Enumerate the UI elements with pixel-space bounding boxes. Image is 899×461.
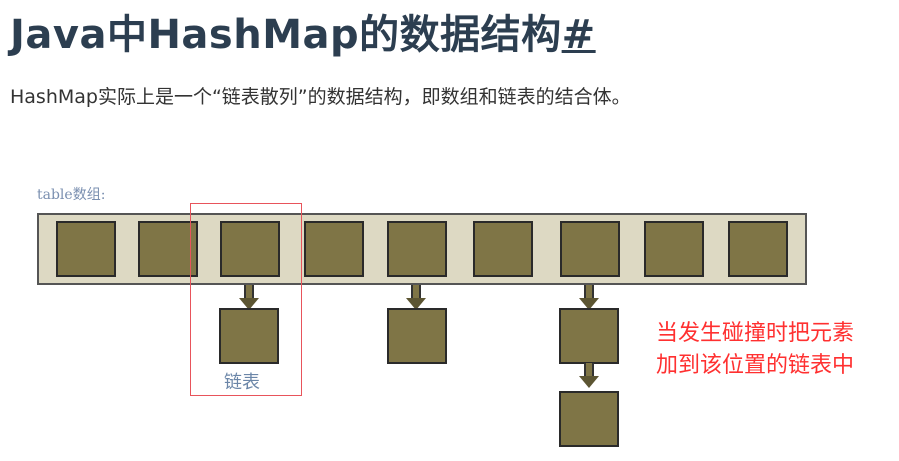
- arrow-stem: [411, 285, 421, 300]
- bucket-8: [728, 221, 788, 277]
- collision-note: 当发生碰撞时把元素 加到该位置的链表中: [656, 318, 854, 382]
- bucket-1: [138, 221, 198, 277]
- bucket-3: [304, 221, 364, 277]
- chain-node: [219, 308, 279, 364]
- bucket-0: [56, 221, 116, 277]
- chain-node: [559, 308, 619, 364]
- bucket-6: [560, 221, 620, 277]
- bucket-7: [644, 221, 704, 277]
- page-title: Java中HashMap的数据结构#: [10, 2, 596, 60]
- bucket-2: [220, 221, 280, 277]
- arrow-stem: [244, 285, 254, 300]
- bucket-5: [473, 221, 533, 277]
- arrow-head: [406, 298, 426, 310]
- arrow-head: [579, 298, 599, 310]
- chain-label: 链表: [224, 372, 260, 393]
- table-array-label: table数组:: [37, 187, 106, 203]
- highlight-box: [190, 203, 302, 396]
- hashmap-diagram: table数组: 链表 当发生碰撞时把元素 加到该位置的链表中: [0, 170, 899, 461]
- arrow-stem: [584, 285, 594, 300]
- arrow-head: [579, 376, 599, 388]
- intro-paragraph: HashMap实际上是一个“链表散列”的数据结构，即数组和链表的结合体。: [10, 86, 631, 108]
- title-text: Java中HashMap的数据结构: [10, 12, 562, 58]
- arrow-stem: [584, 363, 594, 378]
- bucket-4: [387, 221, 447, 277]
- collision-note-line-1: 当发生碰撞时把元素: [656, 321, 855, 346]
- heading-anchor-link[interactable]: #: [561, 12, 596, 58]
- collision-note-line-2: 加到该位置的链表中: [656, 353, 855, 378]
- arrow-head: [239, 298, 259, 310]
- chain-node: [559, 391, 619, 447]
- table-array: [37, 213, 807, 285]
- chain-node: [387, 308, 447, 364]
